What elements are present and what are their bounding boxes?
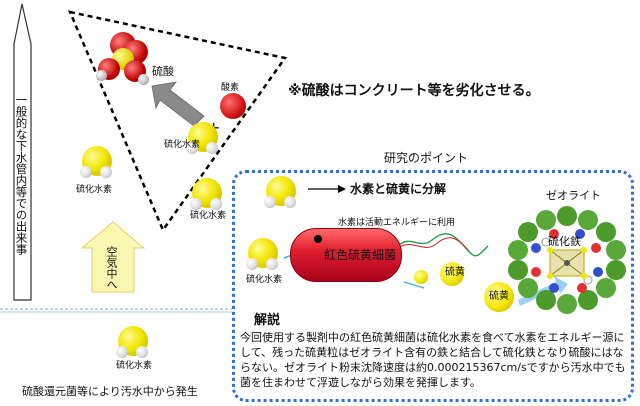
h2s-molecule bbox=[116, 326, 148, 360]
hydrogen-atom bbox=[284, 196, 296, 208]
bottom-caption: 硫酸還元菌等により汚水中から発生 bbox=[22, 385, 198, 398]
research-panel bbox=[232, 170, 634, 402]
hydrogen-line-red bbox=[397, 237, 469, 251]
h2s-molecule bbox=[246, 238, 278, 272]
hydrogen-energy-note: 水素は活動エネルギーに利用 bbox=[338, 218, 456, 228]
hydrogen-atom bbox=[266, 258, 278, 270]
explanation-title: 解説 bbox=[254, 313, 281, 328]
sulfur-particle bbox=[484, 282, 514, 312]
zeolite-inner-atoms bbox=[531, 229, 603, 293]
iron-sulfide-crystal bbox=[547, 247, 587, 279]
hydrogen-atom bbox=[186, 142, 198, 154]
reaction-triangle bbox=[67, 10, 288, 233]
hydrogen-atom bbox=[246, 258, 258, 270]
sulfur-particle bbox=[440, 262, 464, 286]
vertical-caption: 一般的な下水管内等での出来事 bbox=[14, 94, 29, 255]
hydrogen-atom bbox=[264, 196, 276, 208]
sulfur-label: 硫黄 bbox=[489, 291, 509, 302]
explanation-text: 今回使用する製剤中の紅色硫黄細菌は硫化水素を食べて水素をエネルギー源にして、残っ… bbox=[240, 331, 626, 389]
hydrogen-atom bbox=[100, 166, 112, 178]
h2s-molecule bbox=[190, 178, 222, 212]
sulfuric-acid-label: 硫酸 bbox=[152, 65, 174, 78]
oxygen-ball bbox=[220, 93, 246, 119]
h2s-label: 硫化水素 bbox=[116, 361, 153, 371]
h2s-molecule bbox=[80, 146, 112, 180]
h2s-label: 硫化水素 bbox=[190, 211, 227, 221]
tall-arrow bbox=[13, 3, 32, 301]
hydrogen-atom bbox=[190, 198, 202, 210]
h2s-label: 硫化水素 bbox=[164, 140, 201, 150]
air-arrow-label: 空気中へ bbox=[105, 246, 118, 290]
hydrogen-atom bbox=[136, 346, 148, 358]
h2s-label: 硫化水素 bbox=[76, 185, 113, 195]
hydrogen-atom bbox=[138, 74, 149, 85]
sulfuric-acid-molecule bbox=[96, 30, 154, 85]
zeolite-green-ring bbox=[508, 206, 626, 314]
grey-arrow bbox=[151, 81, 205, 127]
hydrogen-atom bbox=[96, 70, 107, 81]
concrete-note: ※硫酸はコンクリート等を劣化させる。 bbox=[288, 83, 540, 99]
hydrogen-line bbox=[397, 233, 489, 257]
bacteria-label: 紅色硫黄細菌 bbox=[324, 248, 397, 262]
iron-sulfide-label: 硫化鉄 bbox=[548, 235, 581, 248]
h2s-molecule bbox=[186, 122, 218, 156]
decompose-arrowhead bbox=[338, 185, 346, 193]
bacteria-eye bbox=[314, 235, 322, 243]
air-arrow bbox=[80, 221, 146, 293]
hydrogen-atom bbox=[206, 142, 218, 154]
hydrogen-atom bbox=[210, 198, 222, 210]
h2s-label: 硫化水素 bbox=[246, 275, 283, 285]
sulfur-particle bbox=[414, 270, 428, 284]
decompose-label: 水素と硫黄に分解 bbox=[350, 182, 447, 196]
hydrogen-atom bbox=[80, 166, 92, 178]
bacteria-body bbox=[290, 228, 402, 282]
h2s-molecule bbox=[264, 176, 296, 210]
zeolite-label: ゼオライト bbox=[546, 189, 601, 202]
oxygen-label: 酸素 bbox=[221, 83, 240, 93]
sulfur-arrow bbox=[403, 281, 425, 289]
sulfur-label: 硫黄 bbox=[445, 267, 465, 278]
hydrogen-atom bbox=[116, 346, 128, 358]
research-title: 研究のポイント bbox=[384, 151, 469, 165]
zeolite-structure bbox=[508, 206, 626, 314]
